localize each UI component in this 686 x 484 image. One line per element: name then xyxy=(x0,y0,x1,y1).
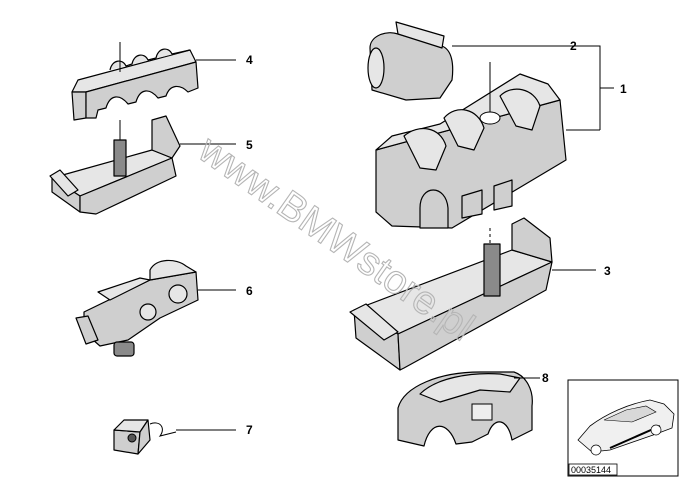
part-3-bracket xyxy=(349,217,596,371)
callout-bracket-1-2 xyxy=(590,45,614,130)
diagram-code: 00035144 xyxy=(571,465,611,475)
callout-label-6: 6 xyxy=(246,284,253,298)
part-2-pipe-clip xyxy=(367,21,590,101)
part-4-pipe-clip xyxy=(71,42,236,121)
callout-label-3: 3 xyxy=(604,264,611,278)
part-6-clip xyxy=(75,259,236,357)
part-7-small-clip xyxy=(113,419,236,455)
part-8-pipe-holder xyxy=(397,371,540,447)
callout-label-4: 4 xyxy=(246,53,253,67)
callout-label-5: 5 xyxy=(246,138,253,152)
callout-label-7: 7 xyxy=(246,423,253,437)
callout-label-8: 8 xyxy=(542,371,549,385)
callout-label-2: 2 xyxy=(570,39,577,53)
part-1-pipe-block xyxy=(375,62,600,244)
car-thumbnail: 00035144 xyxy=(567,379,679,477)
part-5-bracket xyxy=(49,115,236,215)
car-outline-icon xyxy=(577,399,675,456)
callout-label-1: 1 xyxy=(620,82,627,96)
